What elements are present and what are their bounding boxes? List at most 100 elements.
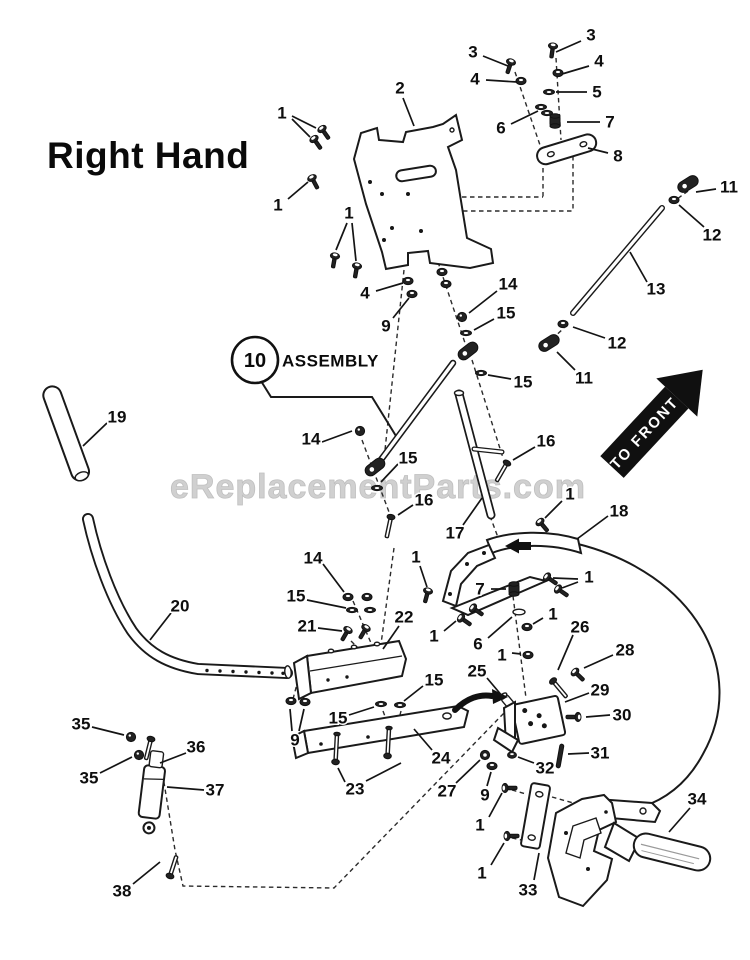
part-label-15: 15 xyxy=(425,671,444,690)
leader-line xyxy=(486,771,492,787)
leader-line xyxy=(487,616,513,639)
leader-line xyxy=(486,677,504,698)
leader-line xyxy=(82,422,108,447)
bar-24 xyxy=(285,696,470,766)
callout-text: ASSEMBLY xyxy=(282,352,379,371)
pin-31 xyxy=(555,743,565,769)
leader-line xyxy=(348,706,375,716)
part-label-4: 4 xyxy=(594,52,604,71)
nut-9 xyxy=(285,696,297,706)
leader-line xyxy=(298,708,305,732)
part-label-19: 19 xyxy=(108,408,127,427)
part-label-26: 26 xyxy=(571,618,590,637)
leader-line xyxy=(583,654,614,669)
part-label-17: 17 xyxy=(446,524,465,543)
leader-line xyxy=(382,625,400,650)
part-label-29: 29 xyxy=(591,681,610,700)
part-label-12: 12 xyxy=(608,334,627,353)
leader-line xyxy=(351,222,357,262)
leader-line xyxy=(695,188,717,193)
leader-line xyxy=(402,97,415,127)
nut-1 xyxy=(521,622,533,632)
nut-12 xyxy=(668,195,680,205)
washer-15 xyxy=(460,329,472,337)
pivot-assembly-17-18 xyxy=(419,516,588,701)
part-label-14: 14 xyxy=(302,430,321,449)
part-label-24: 24 xyxy=(432,749,451,768)
leader-line xyxy=(629,251,648,283)
nut-9 xyxy=(406,289,418,299)
leader-line xyxy=(462,497,483,526)
part-label-7: 7 xyxy=(475,580,484,599)
leader-line xyxy=(511,652,522,655)
left-arrow-marker xyxy=(505,538,531,554)
washer-15 xyxy=(375,700,387,708)
leader-line xyxy=(482,55,509,67)
leader-line xyxy=(291,115,317,129)
mounting-plate-8 xyxy=(536,133,598,166)
nut-12 xyxy=(557,319,569,329)
leader-line xyxy=(561,65,590,75)
leader-line xyxy=(510,110,539,125)
bracket-22 xyxy=(292,592,408,701)
leader-line xyxy=(166,786,205,791)
nut-14 xyxy=(361,592,373,602)
leader-line xyxy=(567,752,590,755)
washer-15 xyxy=(475,369,487,377)
rotation-arc xyxy=(577,543,721,808)
nut-32 xyxy=(507,751,517,759)
leader-line xyxy=(322,563,345,593)
ball-35 xyxy=(133,749,145,761)
part-label-16: 16 xyxy=(537,432,556,451)
part-label-20: 20 xyxy=(171,597,190,616)
leader-line xyxy=(321,430,353,443)
washer-15 xyxy=(346,606,358,614)
ball-stud-14 xyxy=(354,425,366,437)
leader-line xyxy=(91,726,125,736)
leader-line xyxy=(556,351,576,371)
part-label-36: 36 xyxy=(187,738,206,757)
part-label-15: 15 xyxy=(329,709,348,728)
part-label-1: 1 xyxy=(548,605,557,624)
leader-line xyxy=(289,708,293,732)
bracket-2 xyxy=(352,113,495,271)
part-label-1: 1 xyxy=(565,485,574,504)
washer-6 xyxy=(512,608,526,616)
leader-line xyxy=(517,756,535,764)
leader-line xyxy=(576,515,609,540)
leader-line xyxy=(455,759,481,784)
nut-4 xyxy=(436,267,448,277)
leader-line xyxy=(490,842,505,866)
nut-4 xyxy=(552,68,564,78)
leader-line xyxy=(587,147,609,154)
part-label-21: 21 xyxy=(298,617,317,636)
part-label-31: 31 xyxy=(591,744,610,763)
part-label-1: 1 xyxy=(429,627,438,646)
part-label-1: 1 xyxy=(344,204,353,223)
leader-line xyxy=(306,599,347,609)
assembly-callout: 10 ASSEMBLY xyxy=(230,335,397,437)
part-label-1: 1 xyxy=(273,196,282,215)
leader-line xyxy=(561,581,579,589)
leader-line xyxy=(413,728,433,751)
part-label-1: 1 xyxy=(475,816,484,835)
leader-line xyxy=(552,577,579,580)
part-label-28: 28 xyxy=(616,641,635,660)
damper-37 xyxy=(125,731,181,881)
washer-15 xyxy=(394,701,406,709)
rod-13 xyxy=(536,173,701,354)
spacer-7 xyxy=(508,581,520,597)
part-label-14: 14 xyxy=(499,275,518,294)
part-label-1: 1 xyxy=(477,864,486,883)
washer-15 xyxy=(364,606,376,614)
part-label-22: 22 xyxy=(395,608,414,627)
leader-line xyxy=(159,752,187,764)
part-label-32: 32 xyxy=(536,759,555,778)
part-label-11: 11 xyxy=(720,178,738,197)
leader-line xyxy=(419,565,428,588)
handle-assembly-34 xyxy=(546,793,712,908)
leader-line xyxy=(392,297,410,319)
